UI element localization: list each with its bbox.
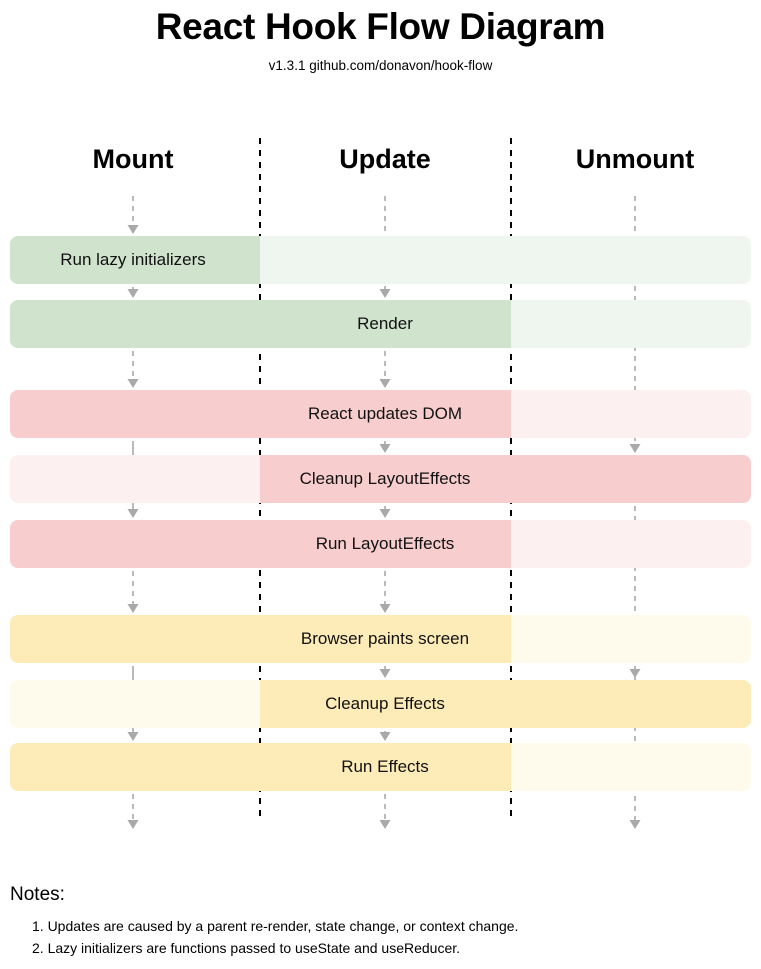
row-label-run-effects: Run Effects [341,757,429,776]
flow-row-run-layouteffects[interactable]: Run LayoutEffects [10,520,751,568]
row-active-segment [10,236,260,284]
flow-row-cleanup-effects[interactable]: Cleanup Effects [10,680,751,728]
row-active-segment [10,520,511,568]
flow-row-render[interactable]: Render [10,300,751,348]
row-active-segment [260,680,751,728]
arrow-head [127,604,139,613]
flow-row-cleanup-layouteffects[interactable]: Cleanup LayoutEffects [10,455,751,503]
column-heading-unmount: Unmount [575,144,695,174]
arrow-head [629,444,641,453]
page-title: React Hook Flow Diagram [155,6,606,47]
arrow-head [127,820,139,829]
arrow-head [379,379,391,388]
row-active-segment [260,455,751,503]
arrow-head [379,732,391,741]
row-label-browser-paints-screen: Browser paints screen [300,629,470,648]
arrow-head [127,509,139,518]
row-label-run-lazy-initializers: Run lazy initializers [60,250,206,269]
flow-row-browser-paints-screen[interactable]: Browser paints screen [10,615,751,663]
flow-row-react-updates-dom[interactable]: React updates DOM [10,390,751,438]
row-label-cleanup-effects: Cleanup Effects [325,694,445,713]
note-item: 1. Updates are caused by a parent re-ren… [32,918,519,934]
arrow-head [379,604,391,613]
notes-title: Notes: [10,884,65,905]
arrow-head [127,732,139,741]
row-label-react-updates-dom: React updates DOM [307,404,462,423]
column-heading-update: Update [339,144,431,174]
row-active-segment [10,300,511,348]
flow-row-run-effects[interactable]: Run Effects [10,743,751,791]
flow-row-run-lazy-initializers[interactable]: Run lazy initializers [10,236,751,284]
arrow-head [629,669,641,678]
row-active-segment [10,743,511,791]
notes-section: Notes: 1. Updates are caused by a parent… [10,884,750,962]
arrow-head [379,669,391,678]
arrow-head [127,289,139,298]
diagram-header: React Hook Flow Diagram v1.3.1 github.co… [0,0,761,73]
arrow-head [379,509,391,518]
arrow-head [379,444,391,453]
row-active-segment [10,615,511,663]
page-subtitle: v1.3.1 github.com/donavon/hook-flow [268,58,493,73]
notes-list: 1. Updates are caused by a parent re-ren… [10,918,750,956]
row-active-segment [10,390,511,438]
row-label-render: Render [357,314,413,333]
arrow-head [127,379,139,388]
hook-flow-diagram: Mount Update Unmount Run lazy initializers… [10,138,751,829]
arrow-head [379,820,391,829]
row-label-run-layouteffects: Run LayoutEffects [315,534,455,553]
arrow-head [629,820,641,829]
note-item: 2. Lazy initializers are functions passe… [32,940,461,956]
arrow-head [379,289,391,298]
column-heading-mount: Mount [92,144,174,174]
row-label-cleanup-layouteffects: Cleanup LayoutEffects [299,469,471,488]
arrow-head [127,225,139,234]
